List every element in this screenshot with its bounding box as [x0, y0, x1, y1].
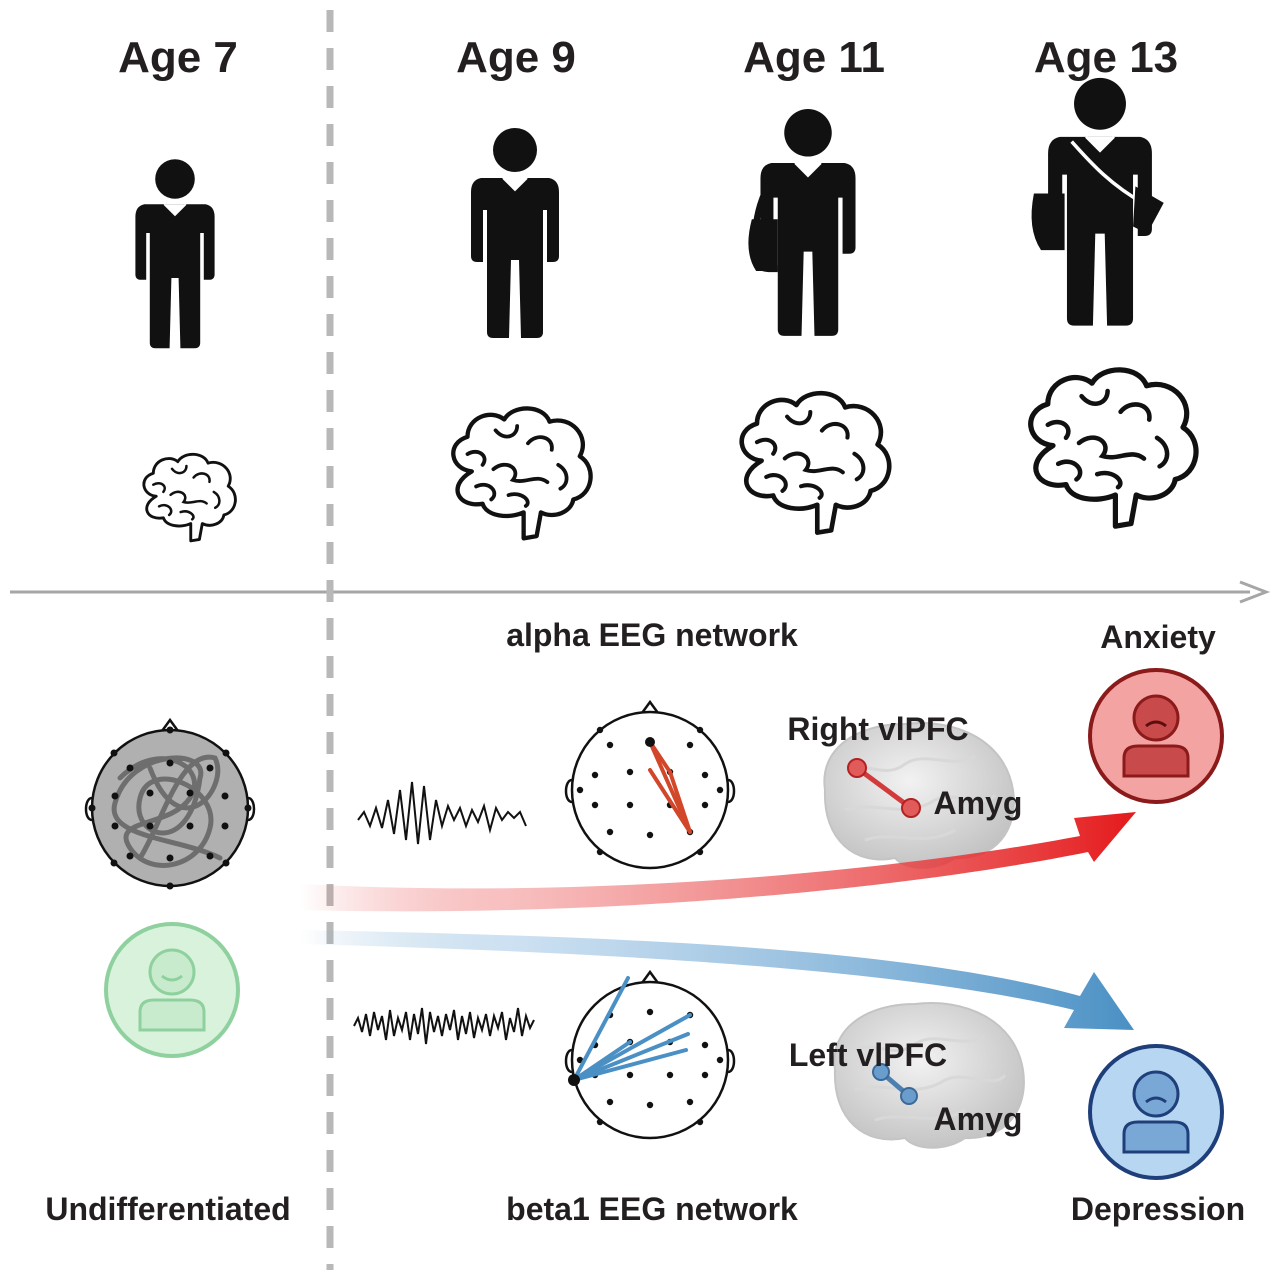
sad-face-icon [1088, 668, 1224, 804]
brain-icon [1031, 370, 1196, 526]
brain-icon [742, 393, 890, 533]
alpha-eeg-head-map [564, 700, 736, 870]
person-with-bag-icon [1031, 76, 1164, 327]
depression-trajectory-arrow [300, 930, 1134, 1030]
right-vlpfc-label: Right vlPFC [787, 711, 968, 747]
age-label-11: Age 11 [743, 33, 885, 82]
person-with-bag-icon [748, 107, 857, 337]
alpha-network-label: alpha EEG network [506, 617, 798, 653]
right-vlpfc-brain [823, 722, 1015, 869]
age-label-7: Age 7 [118, 33, 238, 82]
beta1-waveform [353, 1007, 535, 1045]
amyg-label-bottom: Amyg [934, 1101, 1023, 1137]
smiling-face-icon [104, 922, 240, 1058]
amyg-label-top: Amyg [934, 785, 1023, 821]
left-vlpfc-label: Left vlPFC [789, 1037, 947, 1073]
anxiety-label: Anxiety [1100, 619, 1216, 655]
eeg-head-map-icon [84, 717, 256, 890]
sad-face-icon [1088, 1044, 1224, 1180]
beta1-network-label: beta1 EEG network [506, 1191, 798, 1227]
brain-icon [142, 452, 237, 543]
beta1-eeg-head-map [564, 970, 736, 1140]
age-label-13: Age 13 [1034, 33, 1178, 82]
left-vlpfc-brain [833, 1002, 1025, 1149]
brain-icon [453, 408, 590, 538]
anxiety-trajectory-arrow [300, 812, 1136, 912]
person-icon [134, 158, 216, 350]
alpha-waveform [357, 781, 527, 845]
person-icon [470, 127, 560, 339]
timeline-arrowhead [1239, 580, 1271, 604]
age-label-9: Age 9 [456, 33, 576, 82]
undifferentiated-label: Undifferentiated [45, 1191, 290, 1227]
depression-label: Depression [1071, 1191, 1245, 1227]
